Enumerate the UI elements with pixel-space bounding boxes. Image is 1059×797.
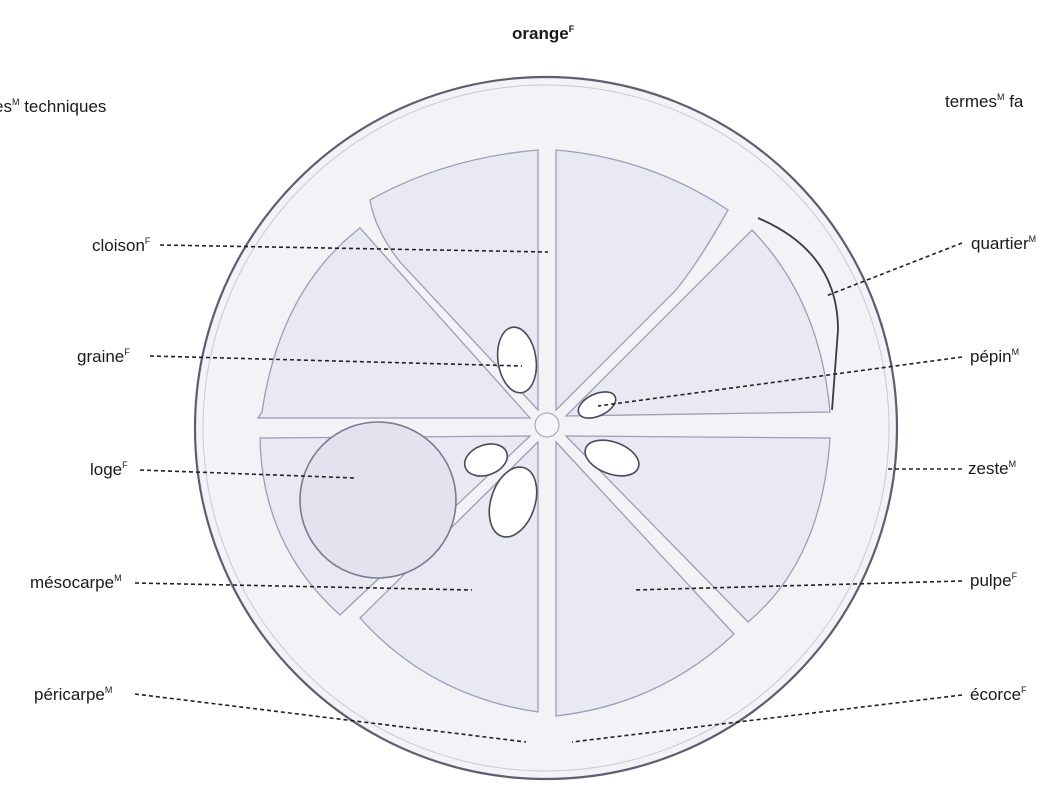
label-pepin: pépinM [970, 347, 1019, 366]
label-graine: graineF [77, 347, 130, 366]
segment-cutaway-loge [300, 422, 456, 578]
label-loge: logeF [90, 460, 128, 479]
label-cloison: cloisonF [92, 236, 151, 255]
label-pulpe: pulpeF [970, 571, 1018, 590]
diagram-title: orangeF [512, 24, 575, 43]
label-zeste: zesteM [968, 459, 1016, 478]
label-ecorce: écorceF [970, 685, 1027, 704]
left-column-heading: esM techniques [0, 97, 106, 116]
label-pericarpe: péricarpeM [34, 685, 112, 704]
label-mesocarpe: mésocarpeM [30, 573, 122, 592]
right-column-heading: termesM fa [945, 92, 1024, 111]
label-quartier: quartierM [971, 234, 1036, 253]
fruit-core [535, 413, 559, 437]
